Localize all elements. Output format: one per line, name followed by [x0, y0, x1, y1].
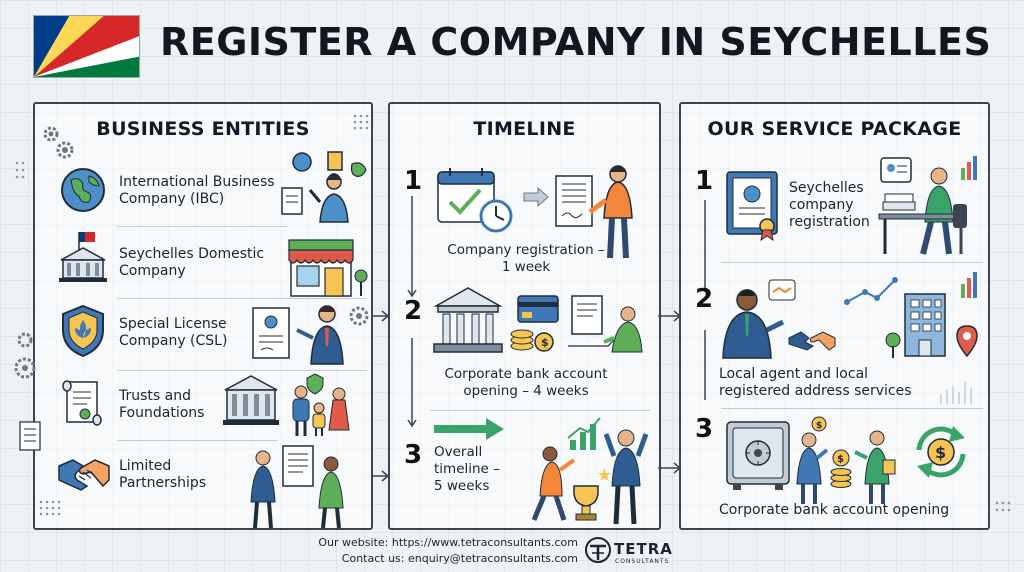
- timeline-step-2-number: 2: [404, 296, 423, 326]
- dot-grid-icon: [995, 501, 1011, 512]
- bank-building-icon: [433, 287, 503, 353]
- dot-grid-icon: [353, 114, 369, 130]
- separator: [721, 408, 983, 409]
- service-package-panel: OUR SERVICE PACKAGE 1 Seychelles company…: [679, 102, 990, 530]
- svg-text:$: $: [935, 443, 946, 462]
- gear-icon: [14, 332, 36, 379]
- entity-ibc-label: International Business Company (IBC): [119, 174, 275, 207]
- separator: [430, 410, 650, 411]
- globe-icon: [61, 168, 105, 212]
- business-person-map-icon: [281, 151, 367, 223]
- family-institution-icon: [223, 373, 350, 436]
- website-text[interactable]: Our website: https://www.tetraconsultant…: [318, 536, 578, 549]
- safe-icon: [726, 421, 790, 490]
- timeline-title: TIMELINE: [473, 118, 576, 140]
- seychelles-flag-icon: [33, 15, 140, 78]
- separator: [721, 262, 983, 263]
- business-entities-panel: BUSINESS ENTITIES International Business…: [33, 102, 373, 530]
- timeline-step-3-label: Overall timeline – 5 weeks: [434, 444, 500, 494]
- bar-pattern-decor: [940, 382, 972, 404]
- timeline-step-1-label: Company registration – 1 week: [447, 242, 605, 275]
- business-entities-title: BUSINESS ENTITIES: [96, 118, 310, 140]
- page-title: REGISTER A COMPANY IN SEYCHELLES: [160, 20, 992, 64]
- celebration-trophy-icon: [531, 417, 649, 525]
- progress-arrow-icon: [434, 418, 504, 440]
- timeline-step-2-label: Corporate bank account opening – 4 weeks: [444, 366, 608, 399]
- service-package-title: OUR SERVICE PACKAGE: [707, 118, 962, 140]
- bankers-exchange-icon: $ $: [796, 416, 896, 504]
- brand-name: TETRA: [614, 540, 673, 558]
- shield-icon: [62, 304, 104, 358]
- contact-text[interactable]: Contact us: enquiry@tetraconsultants.com: [341, 552, 578, 565]
- dot-grid-icon: [15, 161, 25, 179]
- service-1-number: 1: [695, 166, 714, 196]
- office-location-icon: [844, 272, 978, 358]
- tetra-logo-icon: [585, 537, 611, 563]
- entity-csl-label: Special License Company (CSL): [119, 316, 228, 349]
- service-3-label: Corporate bank account opening: [719, 502, 950, 518]
- certificate-icon: [726, 171, 778, 242]
- person-writing-document-icon: [568, 295, 643, 353]
- svg-text:$: $: [837, 454, 844, 465]
- entity-trusts-label: Trusts and Foundations: [119, 388, 205, 421]
- separator: [117, 298, 367, 299]
- timeline-panel: TIMELINE 1 Company registration – 1 week: [388, 102, 661, 530]
- person-at-desk-icon: [878, 156, 977, 255]
- card-coins-icon: $: [510, 295, 559, 352]
- dot-grid-icon: [39, 500, 61, 516]
- entity-domestic-label: Seychelles Domestic Company: [119, 246, 265, 279]
- gear-icon: [43, 126, 74, 159]
- document-list-icon: [19, 421, 41, 451]
- service-1-label: Seychelles company registration: [789, 180, 870, 230]
- arrow-right-icon: [523, 186, 549, 208]
- scroll-icon: [62, 380, 102, 426]
- partners-document-icon: [250, 445, 344, 529]
- service-2-label: Local agent and local registered address…: [719, 366, 912, 399]
- separator: [117, 440, 277, 441]
- separator: [117, 370, 367, 371]
- storefront-icon: [288, 239, 368, 297]
- svg-text:$: $: [541, 336, 549, 349]
- separator: [117, 226, 287, 227]
- timeline-step-1-number: 1: [404, 166, 423, 196]
- person-signing-document-icon: [555, 165, 633, 259]
- timeline-step-3-number: 3: [404, 440, 423, 470]
- entity-partnerships-label: Limited Partnerships: [119, 458, 207, 491]
- timeline-connector: [407, 196, 417, 428]
- service-2-number: 2: [695, 284, 714, 314]
- calendar-clock-icon: [437, 168, 513, 233]
- brand-subtitle: CONSULTANTS: [615, 558, 670, 565]
- service-connector: [704, 200, 706, 400]
- svg-text:$: $: [816, 421, 822, 431]
- government-building-icon: [59, 232, 107, 282]
- service-3-number: 3: [695, 414, 714, 444]
- agent-handshake-icon: [722, 279, 836, 359]
- license-certificate-presenter-icon: [252, 305, 369, 365]
- handshake-icon: [58, 459, 110, 491]
- money-cycle-icon: $: [916, 426, 966, 478]
